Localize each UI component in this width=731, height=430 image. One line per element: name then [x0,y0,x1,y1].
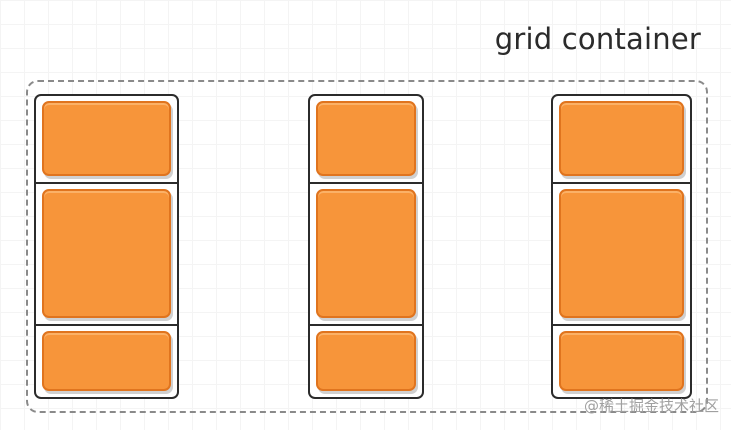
grid-container-outline [26,80,708,413]
grid-cell-3-3 [553,324,690,397]
grid-cell-1-2 [36,182,177,324]
grid-column-3 [551,94,692,399]
grid-column-2 [308,94,424,399]
grid-item [559,101,684,176]
grid-item [316,331,416,391]
grid-cell-1-1 [36,96,177,182]
grid-cell-2-3 [310,324,422,397]
diagram-title: grid container [494,22,701,56]
grid-item [42,331,171,391]
grid-item [316,101,416,176]
grid-item [559,189,684,318]
grid-cell-2-1 [310,96,422,182]
grid-item [42,101,171,176]
grid-cell-3-1 [553,96,690,182]
grid-column-1 [34,94,179,399]
grid-item [42,189,171,318]
grid-item [316,189,416,318]
grid-cell-3-2 [553,182,690,324]
grid-item [559,331,684,391]
watermark-text: @稀土掘金技术社区 [583,397,719,415]
grid-cell-2-2 [310,182,422,324]
grid-cell-1-3 [36,324,177,397]
